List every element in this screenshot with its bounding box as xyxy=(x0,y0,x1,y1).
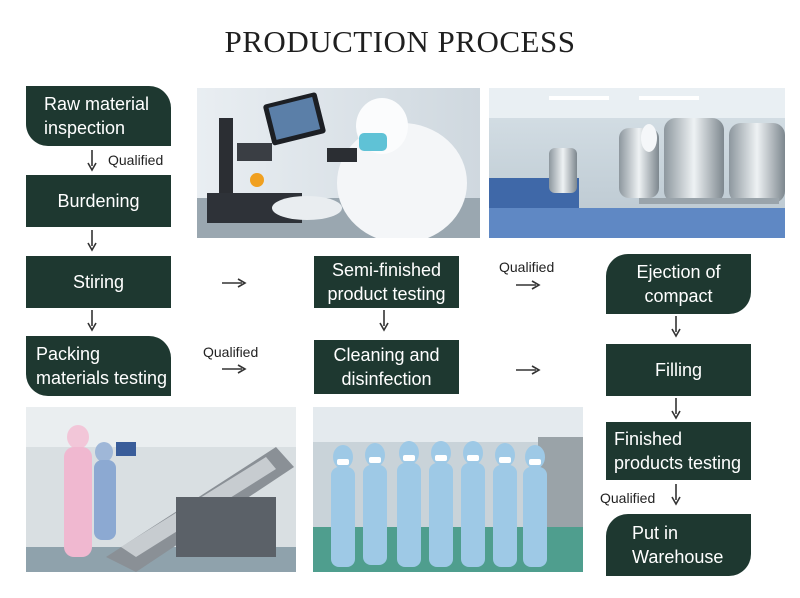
step-label: Packing materials testing xyxy=(36,344,168,388)
step-cleaning-and-disinfection: Cleaning and disinfection xyxy=(314,340,459,394)
step-stiring: Stiring xyxy=(26,256,171,308)
step-semi-finished-product-testing: Semi-finished product testing xyxy=(314,256,459,308)
qualified-label: Qualified xyxy=(203,344,259,360)
step-put-in-warehouse: Put in Warehouse xyxy=(606,514,751,576)
step-label: Stiring xyxy=(72,272,125,292)
step-packing-materials-testing: Packing materials testing xyxy=(26,336,171,396)
step-label: Cleaning and disinfection xyxy=(333,345,440,389)
arrow-down-icon xyxy=(86,150,98,177)
arrow-right-icon xyxy=(222,276,248,294)
step-ejection-of-compact: Ejection of compact xyxy=(606,254,751,314)
clean-room-tanks-photo xyxy=(489,88,785,238)
lab-microscope-photo xyxy=(197,88,480,238)
step-label: Finished products testing xyxy=(614,429,742,473)
step-raw-material-inspection: Raw material inspection xyxy=(26,86,171,146)
step-label: Semi-finished product testing xyxy=(327,260,446,304)
step-label: Ejection of compact xyxy=(636,262,721,306)
arrow-right-icon xyxy=(516,278,542,296)
arrow-down-icon xyxy=(670,398,682,425)
step-burdening: Burdening xyxy=(26,175,171,227)
arrow-down-icon xyxy=(670,316,682,343)
step-label: Burdening xyxy=(57,191,140,211)
qualified-label: Qualified xyxy=(600,490,656,506)
qualified-label: Qualified xyxy=(499,259,555,275)
arrow-right-icon xyxy=(222,362,248,380)
step-filling: Filling xyxy=(606,344,751,396)
arrow-down-icon xyxy=(378,310,390,337)
arrow-down-icon xyxy=(86,310,98,337)
workers-group-photo xyxy=(313,407,583,572)
step-finished-products-testing: Finished products testing xyxy=(606,422,751,480)
page-title: PRODUCTION PROCESS xyxy=(224,24,576,59)
arrow-down-icon xyxy=(86,230,98,257)
step-label: Put in Warehouse xyxy=(632,523,724,567)
arrow-down-icon xyxy=(670,484,682,511)
packaging-machine-photo xyxy=(26,407,296,572)
qualified-label: Qualified xyxy=(108,152,164,168)
step-label: Filling xyxy=(654,360,702,380)
arrow-right-icon xyxy=(516,363,542,381)
step-label: Raw material inspection xyxy=(44,94,150,138)
